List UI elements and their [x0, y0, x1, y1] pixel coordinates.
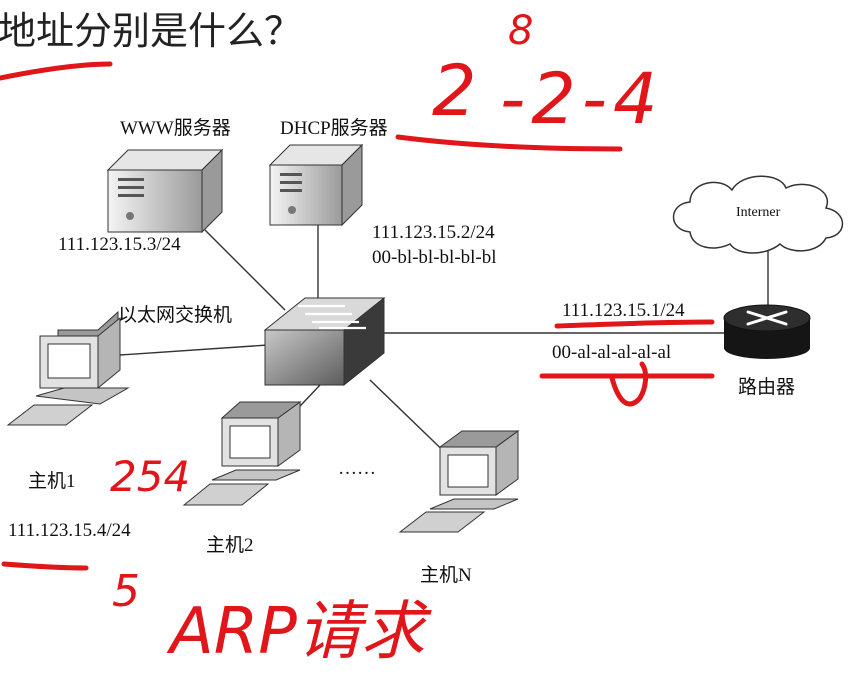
host1-ip-underline-stroke [1, 561, 89, 571]
host2-computer-icon [182, 401, 302, 506]
www-ip-label: 111.123.15.3/24 [58, 234, 181, 255]
internet-cloud-icon [672, 175, 844, 254]
router-ip-underline-stroke [554, 319, 715, 329]
dhcp-server-icon [268, 143, 364, 227]
dhcp-mac-label: 00-bl-bl-bl-bl-bl [372, 247, 497, 268]
page-title: 地址分别是什么？ [0, 9, 303, 53]
host1-label: 主机1 [28, 471, 76, 492]
router-icon [723, 304, 811, 359]
formula-rest: -2-4 [500, 58, 664, 140]
www-server-label: WWW服务器 [120, 118, 231, 139]
host1-count-note: 254 [110, 452, 191, 501]
dhcp-server-label: DHCP服务器 [280, 118, 388, 139]
formula-base: 2 [432, 50, 477, 132]
switch-label: 以太网交换机 [118, 305, 233, 326]
router-mac-label: 00-al-al-al-al-al [552, 342, 672, 363]
internet-label: Interner [736, 205, 781, 220]
ethernet-switch-icon [263, 296, 386, 387]
router-ip-label: 111.123.15.1/24 [562, 300, 685, 321]
hostn-label: 主机N [420, 565, 472, 586]
title-underline-stroke [0, 61, 113, 81]
ellipsis-label: …… [338, 458, 376, 479]
formula-exponent: 8 [508, 8, 534, 54]
host1-ip-label: 111.123.15.4/24 [8, 520, 131, 541]
host1-computer-icon [6, 310, 130, 426]
arp-request-note: ARP请求 [170, 595, 425, 669]
host1-suffix-note: 5 [112, 566, 140, 617]
dhcp-ip-label: 111.123.15.2/24 [372, 222, 495, 243]
router-label: 路由器 [738, 377, 796, 398]
link-host1-switch [119, 344, 269, 356]
dhcp-underline-stroke [395, 134, 623, 152]
handwritten-underlines [0, 61, 715, 571]
network-links [119, 225, 769, 466]
router-mark-stroke [609, 361, 649, 407]
link-www-switch [204, 229, 286, 311]
host2-label: 主机2 [206, 535, 254, 556]
www-server-icon [106, 148, 224, 234]
hostn-computer-icon [398, 430, 520, 533]
